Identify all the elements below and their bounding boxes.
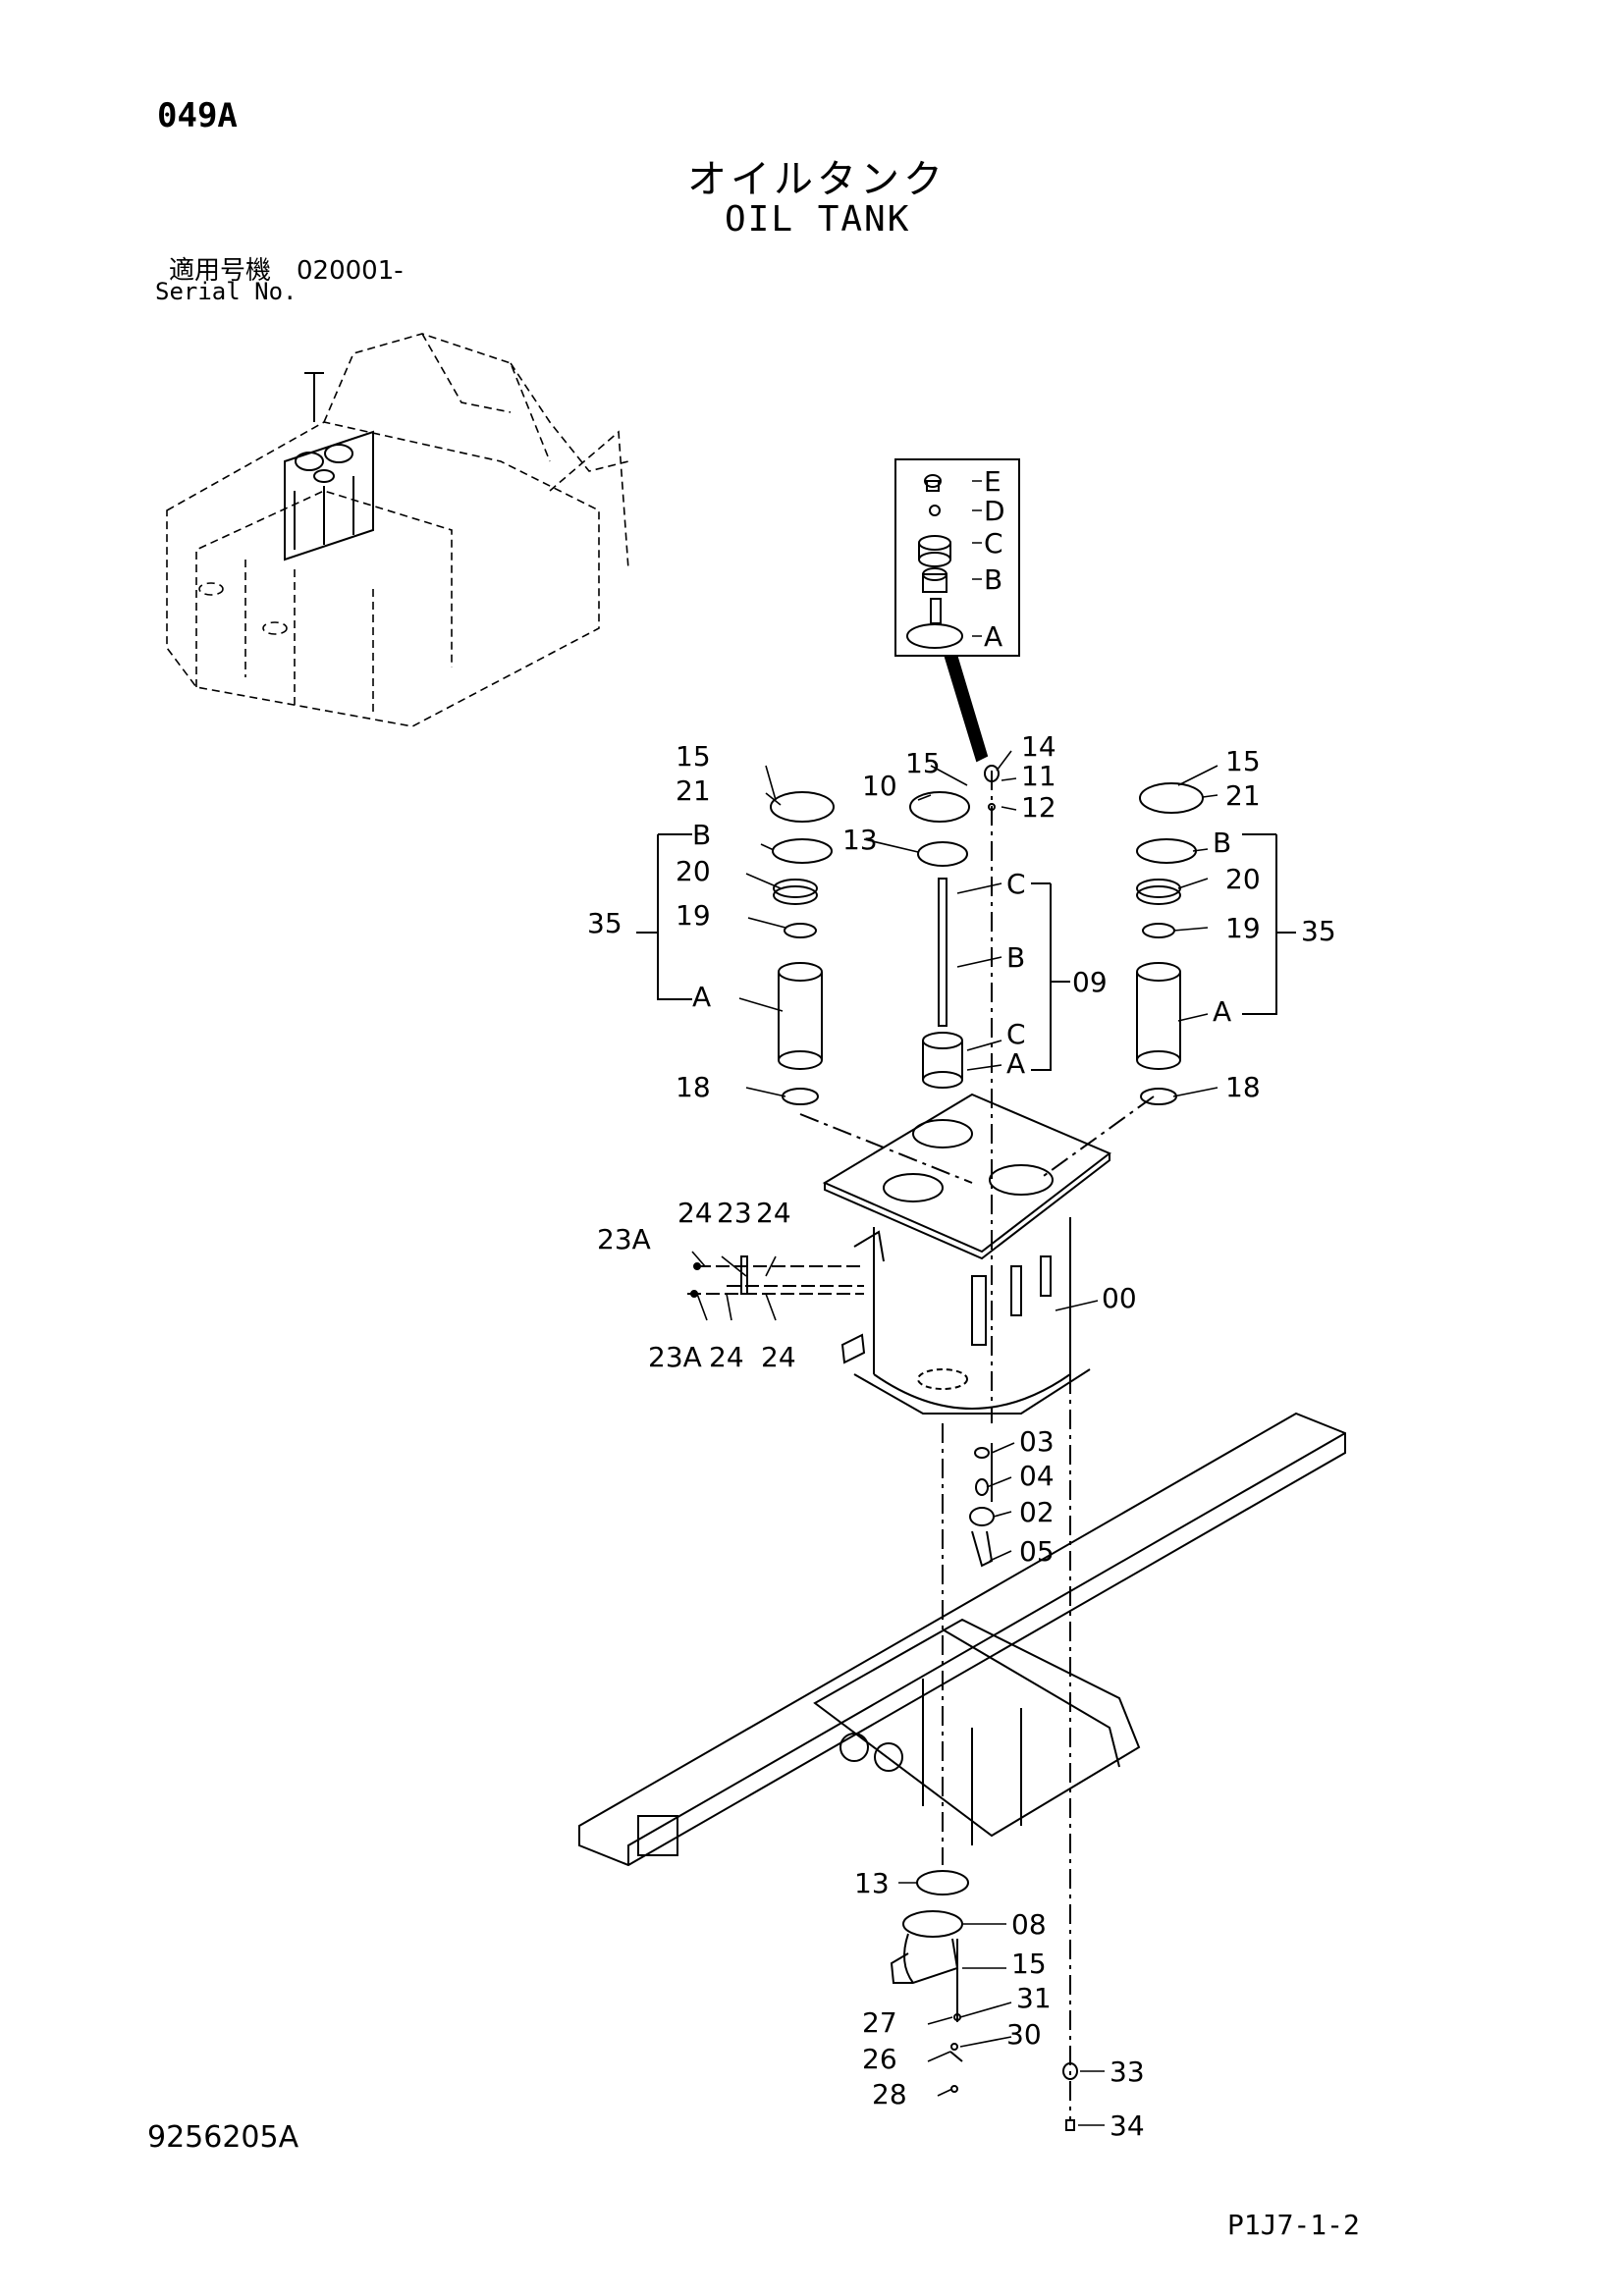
callout-right-b: B	[1213, 827, 1231, 859]
callout-tank-24c: 24	[709, 1341, 744, 1373]
drawing-code: 9256205A	[147, 2120, 299, 2155]
callout-center-a: A	[1006, 1047, 1025, 1080]
callout-right-21: 21	[1225, 779, 1261, 812]
callout-bottom-30: 30	[1006, 2018, 1042, 2051]
drain-parts	[969, 1443, 995, 1568]
suction-pipe-parts	[890, 1374, 1078, 2131]
callout-center-c-top: C	[1006, 868, 1026, 900]
callout-labels: E D C B A 15 21 B 20 19 35 A 18 15 10 14…	[587, 465, 1336, 2142]
callout-center-09: 09	[1072, 966, 1108, 998]
callout-bottom-26: 26	[862, 2043, 897, 2075]
serial-label-english: Serial No.	[155, 278, 298, 305]
callout-right-a: A	[1213, 995, 1231, 1028]
frame-structure	[578, 1412, 1346, 1867]
callout-drain-05: 05	[1019, 1535, 1055, 1568]
callout-right-20: 20	[1225, 863, 1261, 895]
callout-right-35: 35	[1301, 915, 1336, 947]
callout-drain-04: 04	[1019, 1460, 1055, 1492]
callout-left-20: 20	[676, 855, 711, 887]
callout-bottom-28: 28	[872, 2078, 907, 2110]
callout-tank-24b: 24	[756, 1197, 791, 1229]
callout-inset-c: C	[984, 527, 1003, 560]
callout-bottom-31: 31	[1016, 1982, 1052, 2014]
callout-center-c-bottom: C	[1006, 1018, 1026, 1050]
callout-bottom-33: 33	[1110, 2056, 1145, 2088]
callout-tank-24a: 24	[677, 1197, 713, 1229]
callout-bottom-08: 08	[1011, 1908, 1047, 1941]
page-reference: P1J7-1-2	[1227, 2209, 1360, 2241]
callout-tank-23: 23	[717, 1197, 752, 1229]
callout-bottom-13: 13	[854, 1867, 890, 1899]
callout-bottom-15: 15	[1011, 1948, 1047, 1980]
callout-left-35: 35	[587, 907, 623, 939]
tank-in-overview	[284, 372, 374, 561]
page-code: 049A	[157, 96, 238, 135]
callout-drain-03: 03	[1019, 1425, 1055, 1458]
callout-center-b: B	[1006, 941, 1025, 974]
machine-overview-sketch	[166, 333, 629, 727]
callout-inset-b: B	[984, 563, 1002, 596]
callout-bottom-27: 27	[862, 2006, 897, 2039]
callout-center-11: 11	[1021, 760, 1056, 792]
callout-center-10: 10	[862, 770, 897, 802]
callout-inset-d: D	[984, 495, 1005, 527]
callout-right-15: 15	[1225, 745, 1261, 777]
center-parts	[909, 765, 1070, 1423]
callout-right-18: 18	[1225, 1071, 1261, 1103]
callout-bottom-34: 34	[1110, 2109, 1145, 2142]
left-filter-parts	[636, 791, 835, 1105]
callout-left-18: 18	[676, 1071, 711, 1103]
breather-inset	[894, 458, 1020, 763]
serial-label-japanese: 適用号機 020001-	[169, 256, 404, 286]
callout-left-b: B	[692, 819, 711, 851]
callout-tank-23a-top: 23A	[597, 1223, 651, 1255]
callout-right-19: 19	[1225, 912, 1261, 944]
callout-left-21: 21	[676, 774, 711, 807]
oil-tank-body	[687, 1093, 1155, 1415]
title-english: OIL TANK	[725, 199, 911, 240]
callout-tank-23a-bottom: 23A	[648, 1341, 702, 1373]
callout-inset-a: A	[984, 620, 1002, 653]
callout-inset-e: E	[984, 465, 1001, 498]
callout-center-12: 12	[1021, 791, 1056, 824]
callout-left-a: A	[692, 981, 711, 1013]
callout-left-19: 19	[676, 899, 711, 932]
callout-center-15: 15	[905, 747, 941, 779]
callout-center-14: 14	[1021, 730, 1056, 763]
callout-drain-02: 02	[1019, 1496, 1055, 1528]
callout-left-15: 15	[676, 740, 711, 773]
callout-center-13: 13	[842, 824, 878, 856]
leader-lines	[691, 480, 1218, 2126]
title-japanese: オイルタンク	[687, 157, 947, 202]
callout-tank-24d: 24	[761, 1341, 796, 1373]
callout-tank-00: 00	[1102, 1282, 1137, 1314]
